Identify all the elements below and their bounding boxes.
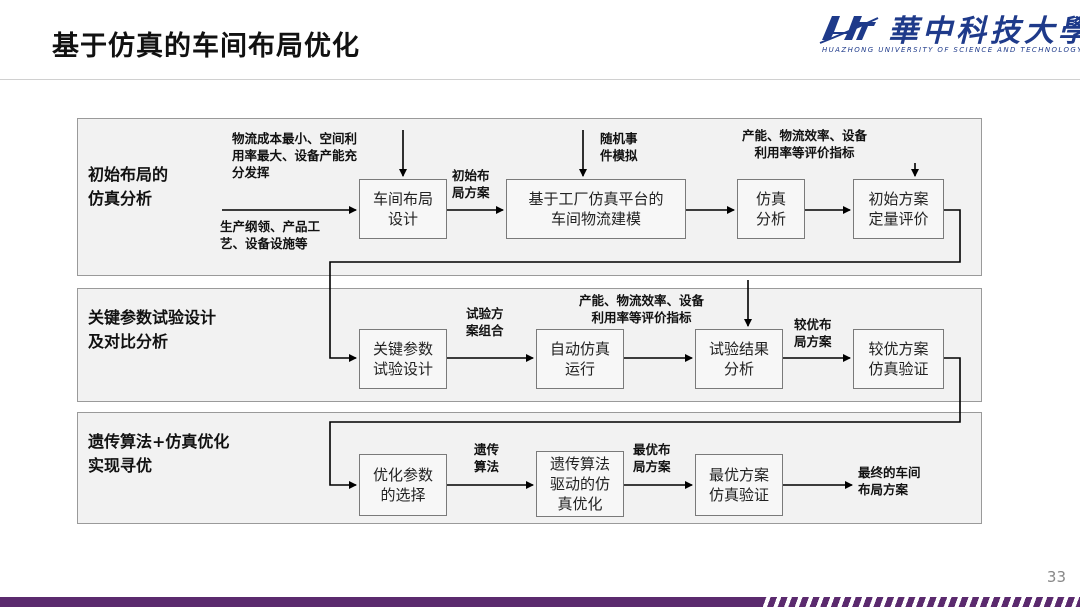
footer-bar xyxy=(0,597,760,607)
page-number: 33 xyxy=(1046,568,1066,586)
node-simulation-analysis: 仿真分析 xyxy=(737,179,805,239)
node-result-analysis: 试验结果分析 xyxy=(695,329,783,389)
node-layout-design: 车间布局设计 xyxy=(359,179,447,239)
stage-label-initial-layout: 初始布局的仿真分析 xyxy=(88,165,169,208)
note-optimal-layout-plan: 最优布局方案 xyxy=(633,442,671,474)
note-evaluation-metrics: 产能、物流效率、设备利用率等评价指标 xyxy=(742,128,868,160)
logo-chinese-name: 華中科技大學 xyxy=(888,14,1080,49)
node-optimal-validation: 最优方案仿真验证 xyxy=(695,454,783,516)
university-logo: 華中科技大學 HUAZHONG UNIVERSITY OF SCIENCE AN… xyxy=(818,4,1080,60)
note-experiment-combination: 试验方案组合 xyxy=(466,306,504,338)
node-parameter-selection: 优化参数的选择 xyxy=(359,454,447,516)
stage-label-key-parameter: 关键参数试验设计及对比分析 xyxy=(88,308,217,351)
footer-stripes xyxy=(760,597,1080,607)
note-better-layout-plan: 较优布局方案 xyxy=(794,317,832,349)
logo-english-name: HUAZHONG UNIVERSITY OF SCIENCE AND TECHN… xyxy=(822,46,1080,54)
hust-emblem-icon xyxy=(819,16,879,44)
node-better-plan-validation: 较优方案仿真验证 xyxy=(853,329,944,389)
note-random-events: 随机事件模拟 xyxy=(600,131,638,163)
node-logistics-modeling: 基于工厂仿真平台的车间物流建模 xyxy=(506,179,686,239)
node-initial-evaluation: 初始方案定量评价 xyxy=(853,179,944,239)
note-production-inputs: 生产纲领、产品工艺、设备设施等 xyxy=(220,219,321,251)
note-final-layout-plan: 最终的车间布局方案 xyxy=(858,465,921,497)
node-ga-simulation: 遗传算法驱动的仿真优化 xyxy=(536,451,624,517)
node-key-parameter-design: 关键参数试验设计 xyxy=(359,329,447,389)
title-divider xyxy=(0,79,1080,80)
slide-title: 基于仿真的车间布局优化 xyxy=(52,31,360,62)
stage-label-ga-optimization: 遗传算法+仿真优化实现寻优 xyxy=(88,432,230,475)
note-genetic-algorithm: 遗传算法 xyxy=(474,442,500,474)
note-initial-layout-plan: 初始布局方案 xyxy=(452,168,490,200)
node-auto-simulation: 自动仿真运行 xyxy=(536,329,624,389)
note-evaluation-metrics-2: 产能、物流效率、设备利用率等评价指标 xyxy=(579,293,705,325)
note-objectives: 物流成本最小、空间利用率最大、设备产能充分发挥 xyxy=(232,131,358,180)
